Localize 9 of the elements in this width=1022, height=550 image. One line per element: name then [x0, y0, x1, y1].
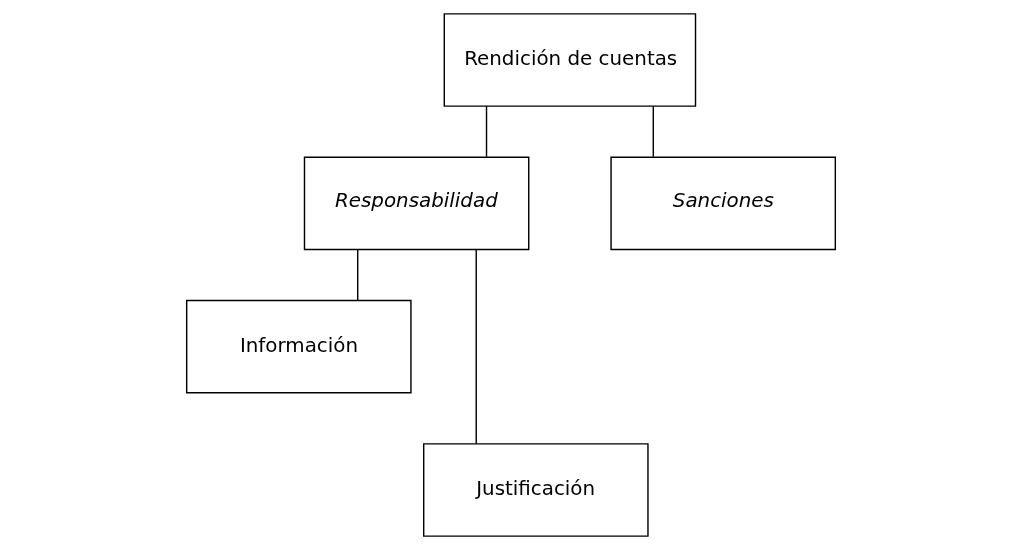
connector: [652, 105, 654, 158]
node-box: Responsabilidad: [303, 156, 530, 251]
node-box: Información: [185, 299, 412, 394]
node-box: Justificación: [423, 443, 649, 537]
connector: [485, 105, 488, 158]
connector: [357, 248, 359, 301]
node-box: Sanciones: [610, 156, 837, 251]
connector: [475, 249, 477, 445]
node-box: Rendición de cuentas: [443, 13, 697, 107]
